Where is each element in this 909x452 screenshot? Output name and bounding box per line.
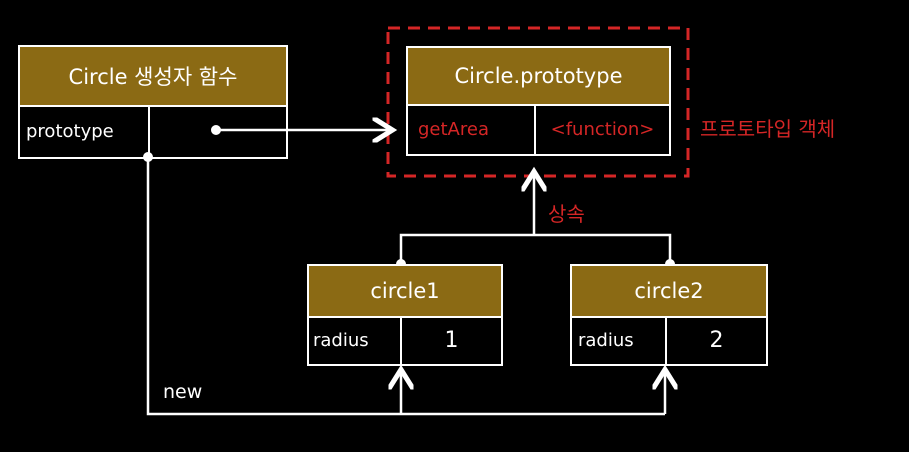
constructor-prop-value [150,105,286,157]
new-label: new [163,381,203,403]
instance-box-circle2: circle2 radius 2 [570,264,768,366]
instance-prop-key: radius [309,316,402,364]
constructor-prop-key: prototype [20,105,150,157]
constructor-title: Circle 생성자 함수 [20,47,286,107]
instance-prop-value: 2 [709,327,724,353]
prototype-method-key: getArea [408,104,536,154]
instance-title: circle1 [309,266,501,318]
prototype-dashed-frame [386,26,690,178]
prototype-method-value: <function> [550,118,655,140]
constructor-box: Circle 생성자 함수 prototype [18,45,288,159]
instance-title: circle2 [572,266,766,318]
instance-box-circle1: circle1 radius 1 [307,264,503,366]
instance-prop-value: 1 [444,327,459,353]
prototype-object-label: 프로토타입 객체 [700,117,836,141]
prototype-title: Circle.prototype [408,48,669,106]
new-path [146,157,665,416]
prototype-box: Circle.prototype getArea <function> [406,46,671,156]
inherit-label: 상속 [548,202,585,226]
instance-prop-key: radius [572,316,667,364]
inherit-branch [399,233,672,264]
